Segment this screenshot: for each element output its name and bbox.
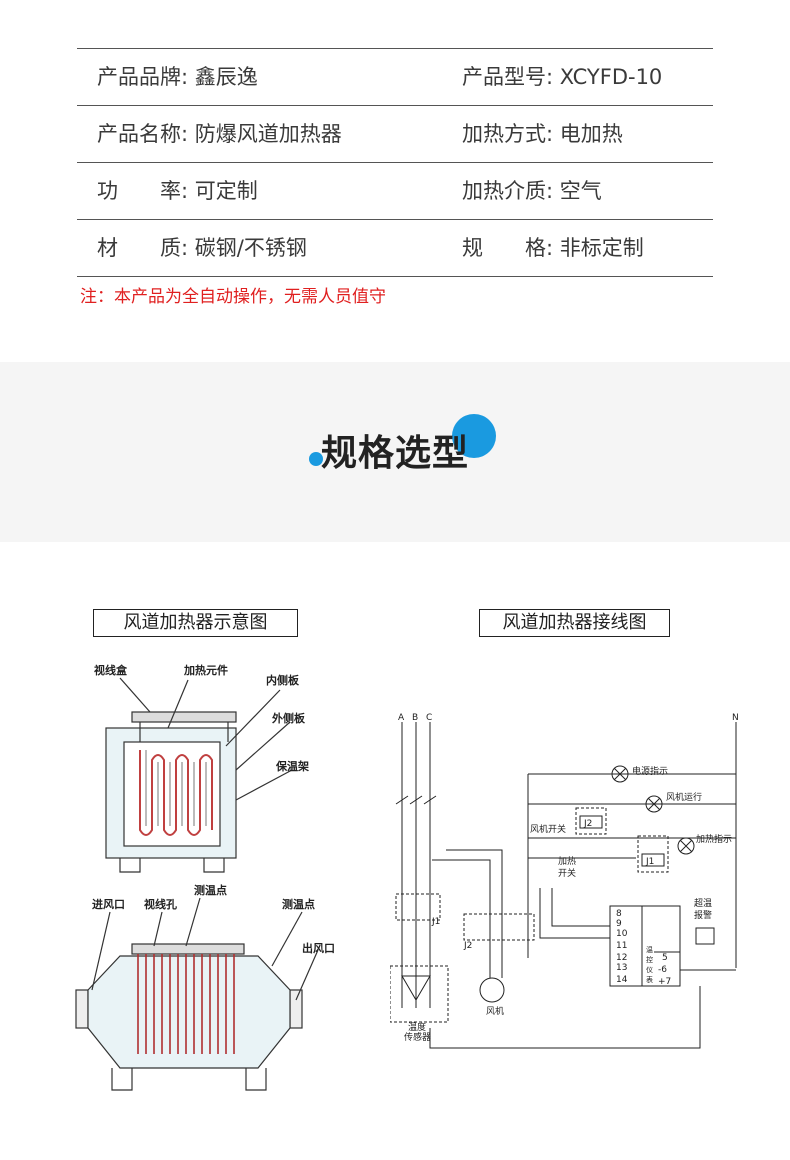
label-junction-box: 视线盒 xyxy=(94,663,128,677)
label-j2: J2 xyxy=(583,819,592,829)
spec-table: 产品品牌: 鑫辰逸 产品型号: XCYFD-10 产品名称: 防爆风道加热器 加… xyxy=(77,48,713,277)
label-air-outlet: 出风口 xyxy=(302,941,335,955)
label-power-indicator: 电源指示 xyxy=(632,765,668,777)
right-diagram-title: 风道加热器接线图 xyxy=(479,609,670,637)
spec-value: 可定制 xyxy=(194,179,258,203)
meter-char: 仪 xyxy=(646,966,653,974)
note-text: 注：本产品为全自动操作，无需人员值守 xyxy=(80,287,386,307)
terminal-8: 8 xyxy=(616,909,622,919)
spec-label: 产品品牌: 鑫辰逸 xyxy=(97,65,258,89)
label-sensor-2: 传感器 xyxy=(404,1031,431,1043)
accent-circle-icon xyxy=(452,414,496,458)
meter-char: 表 xyxy=(646,975,653,984)
label-neutral-n: N xyxy=(732,713,739,723)
spec-value: 空气 xyxy=(559,179,602,203)
label-j1-contactor: J1 xyxy=(431,917,440,927)
label-over-temp: 超温 xyxy=(694,897,712,909)
spec-value: 非标定制 xyxy=(559,236,644,260)
meter-char: 温 xyxy=(646,945,653,954)
label-j2-contactor: J2 xyxy=(463,941,472,951)
spec-row: 功 率: 可定制 加热介质: 空气 xyxy=(77,163,713,220)
wiring-diagram: A B C N 电源指示 风机运行 风机开关 J2 加热 开关 J1 加热指示 … xyxy=(390,713,739,1049)
label-phase-b: B xyxy=(412,713,418,723)
label-temp-point: 测温点 xyxy=(194,883,227,897)
label-heat-indicator: 加热指示 xyxy=(696,833,732,845)
spec-value: 防爆风道加热器 xyxy=(194,122,342,146)
spec-label: 加热方式: 电加热 xyxy=(462,122,623,146)
label-phase-a: A xyxy=(398,713,405,723)
spec-label: 产品名称: 防爆风道加热器 xyxy=(97,122,342,146)
meter-char: 控 xyxy=(646,955,653,964)
terminal-12: 12 xyxy=(616,953,627,963)
terminal-13: 13 xyxy=(616,963,627,973)
label-j1: J1 xyxy=(645,857,654,867)
spec-label: 产品型号: XCYFD-10 xyxy=(462,65,663,89)
terminal-5: 5 xyxy=(662,953,668,963)
spec-label: 材 质: 碳钢/不锈钢 xyxy=(97,236,307,260)
label-heat-switch-2: 开关 xyxy=(558,867,576,879)
spec-value: XCYFD-10 xyxy=(559,65,663,89)
label-fan-run: 风机运行 xyxy=(666,791,702,803)
label-heating-element: 加热元件 xyxy=(183,663,228,677)
spec-label: 规 格: 非标定制 xyxy=(462,236,644,260)
spec-label: 功 率: 可定制 xyxy=(97,179,258,203)
label-insulation-frame: 保温架 xyxy=(275,759,309,773)
terminal-6: -6 xyxy=(658,965,667,975)
label-alarm: 报警 xyxy=(694,909,712,921)
accent-dot-icon xyxy=(309,452,323,466)
section-band: 规格选型 xyxy=(0,362,790,542)
label-outer-plate: 外侧板 xyxy=(271,711,306,725)
spec-row: 材 质: 碳钢/不锈钢 规 格: 非标定制 xyxy=(77,220,713,277)
label-temp-point: 测温点 xyxy=(282,897,315,911)
label-phase-c: C xyxy=(426,713,432,723)
terminal-10: 10 xyxy=(616,929,628,939)
label-inner-plate: 内侧板 xyxy=(266,673,300,687)
spec-row: 产品品牌: 鑫辰逸 产品型号: XCYFD-10 xyxy=(77,49,713,106)
spec-value: 碳钢/不锈钢 xyxy=(194,236,307,260)
heater-schematic: 视线盒 加热元件 内侧板 外侧板 保温架 进风口 视线孔 测温点 测温点 出风口 xyxy=(75,663,335,1091)
label-wire-hole: 视线孔 xyxy=(144,897,177,911)
terminal-11: 11 xyxy=(616,941,627,951)
label-fan-switch: 风机开关 xyxy=(530,823,566,835)
terminal-14: 14 xyxy=(616,975,628,985)
label-heat-switch: 加热 xyxy=(558,855,576,867)
spec-value: 电加热 xyxy=(559,122,623,146)
spec-label: 加热介质: 空气 xyxy=(462,179,602,203)
terminal-9: 9 xyxy=(616,919,622,929)
label-fan: 风机 xyxy=(486,1005,504,1017)
spec-row: 产品名称: 防爆风道加热器 加热方式: 电加热 xyxy=(77,106,713,163)
section-title: 规格选型 xyxy=(320,433,469,474)
label-air-inlet: 进风口 xyxy=(92,897,125,911)
label-sensor: 温度 xyxy=(408,1021,426,1033)
spec-value: 鑫辰逸 xyxy=(194,65,258,89)
left-diagram-title: 风道加热器示意图 xyxy=(93,609,298,637)
terminal-7: +7 xyxy=(658,977,671,987)
